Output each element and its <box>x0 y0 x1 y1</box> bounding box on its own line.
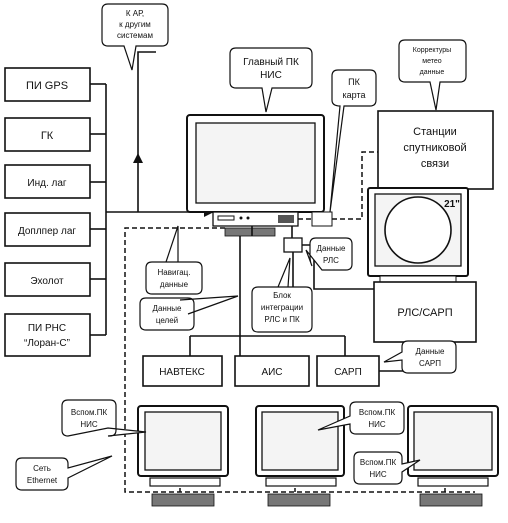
gps-box <box>4 67 91 102</box>
svg-text:АИС: АИС <box>261 367 282 378</box>
sarp-box: САРП <box>316 355 380 387</box>
svg-text:системам: системам <box>117 31 153 40</box>
callout-radar-data: Данные РЛС <box>305 237 353 271</box>
svg-text:данные: данные <box>160 280 189 289</box>
svg-text:Вспом.ПК: Вспом.ПК <box>359 408 396 417</box>
callout-nav-data: Навигац. данные <box>145 225 203 295</box>
callout-main-pc: Главный ПК НИС <box>229 47 313 113</box>
callout-arpa-data: Данные САРП <box>383 340 457 374</box>
svg-text:НИС: НИС <box>80 420 98 429</box>
log-box <box>4 164 91 199</box>
svg-text:Главный ПК: Главный ПК <box>243 57 299 68</box>
aux-monitor-2 <box>255 405 345 507</box>
svg-text:Данные: Данные <box>317 244 346 253</box>
loran-label-1: ПИ РНС <box>28 323 66 334</box>
svg-text:НАВТЕКС: НАВТЕКС <box>159 367 205 378</box>
svg-text:Вспом.ПК: Вспом.ПК <box>360 458 397 467</box>
svg-text:Блок: Блок <box>273 291 291 300</box>
svg-text:Корректуры: Корректуры <box>413 47 451 54</box>
up-arrow-icon <box>133 153 143 163</box>
main-to-bottom-links <box>189 226 346 356</box>
callout-aux-2: Вспом.ПК НИС <box>317 401 405 435</box>
callout-target-data: Данные целей <box>139 295 239 331</box>
svg-text:САРП: САРП <box>334 367 362 378</box>
svg-text:НИС: НИС <box>368 420 386 429</box>
satcom-box: Станции спутниковой связи <box>377 110 494 190</box>
navtex-box: НАВТЕКС <box>142 355 223 387</box>
gps-label: ПИ GPS <box>26 80 68 92</box>
callout-aux-1: Вспом.ПК НИС <box>61 399 147 437</box>
svg-text:Сеть: Сеть <box>33 464 51 473</box>
svg-text:Навигац.: Навигац. <box>158 268 191 277</box>
callout-pc-map: ПК карта <box>329 69 377 213</box>
satcom-link <box>298 151 378 227</box>
gyrocompass-label: ГК <box>41 130 54 142</box>
monitor-size-label: 21" <box>444 199 460 210</box>
svg-text:данные: данные <box>420 69 445 76</box>
loran-box <box>4 313 91 357</box>
svg-text:Ethernet: Ethernet <box>27 476 58 485</box>
svg-text:спутниковой: спутниковой <box>403 142 466 154</box>
ais-box: АИС <box>234 355 310 387</box>
svg-text:целей: целей <box>156 316 178 325</box>
svg-text:связи: связи <box>421 158 449 170</box>
svg-text:РЛС: РЛС <box>323 256 339 265</box>
loran-label-2: “Лоран-С” <box>24 338 70 349</box>
callout-meteo: Корректуры метео данные <box>398 39 467 111</box>
svg-text:Данные: Данные <box>153 304 182 313</box>
svg-text:карта: карта <box>343 90 366 100</box>
callout-radar-block: Блок интеграции РЛС и ПК <box>251 257 313 333</box>
callout-to-ap: К АР, к другим системам <box>101 3 169 71</box>
svg-text:метео: метео <box>422 58 441 65</box>
gyrocompass-box <box>4 117 91 152</box>
svg-text:САРП: САРП <box>419 359 441 368</box>
svg-text:РЛС/САРП: РЛС/САРП <box>397 307 452 319</box>
svg-text:РЛС и ПК: РЛС и ПК <box>264 315 300 324</box>
aux-monitor-3 <box>407 405 499 507</box>
svg-text:НИС: НИС <box>369 470 387 479</box>
svg-text:НИС: НИС <box>260 70 282 81</box>
antenna-link <box>133 51 156 212</box>
main-monitor <box>186 114 325 237</box>
callout-aux-3: Вспом.ПК НИС <box>353 451 421 485</box>
echo-sounder-label: Эхолот <box>30 276 64 287</box>
integration-block <box>283 237 303 253</box>
svg-text:к другим: к другим <box>119 20 151 29</box>
rls-sarp-box: РЛС/САРП <box>373 281 477 343</box>
svg-text:Данные: Данные <box>416 347 445 356</box>
log-label: Инд. лаг <box>27 178 66 189</box>
svg-text:К АР,: К АР, <box>126 9 144 18</box>
echo-sounder-box <box>4 262 91 297</box>
radar-integration-links <box>283 226 374 290</box>
svg-text:Вспом.ПК: Вспом.ПК <box>71 408 108 417</box>
left-device-column: ПИ GPS ГК Инд. лаг Доплпер лаг Эхолот ПИ… <box>4 67 91 357</box>
aux-monitor-1 <box>137 405 229 507</box>
svg-text:ПК: ПК <box>348 77 360 87</box>
svg-text:Станции: Станции <box>413 126 457 138</box>
svg-text:интеграции: интеграции <box>261 303 303 312</box>
doppler-log-label: Доплпер лаг <box>18 226 76 237</box>
callout-ethernet: Сеть Ethernet <box>15 455 113 491</box>
radar-monitor: 21" <box>367 187 469 283</box>
